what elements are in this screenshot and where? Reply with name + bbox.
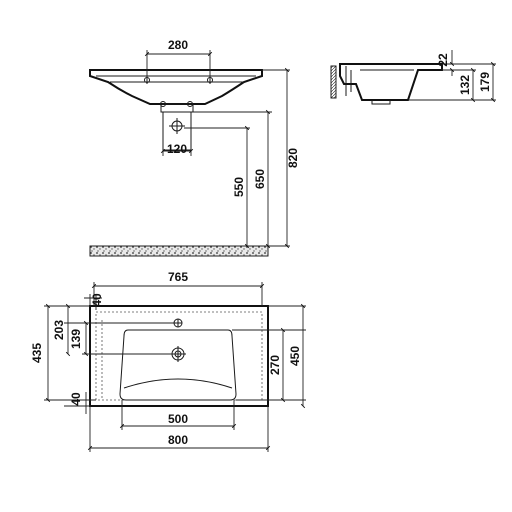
basin-side-profile — [339, 63, 443, 101]
dim-765-label: 765 — [168, 270, 188, 284]
dim-203: 203 — [52, 303, 71, 357]
dim-550-label: 550 — [232, 177, 246, 197]
dim-139: 139 — [69, 320, 89, 357]
dim-40-top: 40 — [84, 293, 104, 310]
dim-270: 270 — [268, 327, 286, 403]
drain-hole — [170, 346, 186, 362]
dim-550: 550 — [232, 125, 250, 249]
dim-435-label: 435 — [30, 343, 44, 363]
dim-120: 120 — [160, 142, 194, 156]
dim-40-bottom-label: 40 — [69, 392, 83, 406]
dim-435: 435 — [30, 303, 51, 403]
floor-slab — [89, 245, 269, 257]
top-view: 765 40 203 139 435 40 — [30, 270, 306, 452]
dim-40-bottom: 40 — [69, 392, 87, 414]
basin-front-profile — [89, 69, 263, 105]
dim-500: 500 — [119, 400, 237, 430]
dim-179-label: 179 — [478, 72, 492, 92]
dim-22: 22 — [436, 50, 455, 76]
dim-179: 179 — [478, 61, 496, 103]
dim-820: 820 — [284, 67, 300, 249]
front-view: 280 120 550 650 820 — [89, 38, 300, 257]
dim-40-top-label: 40 — [90, 293, 104, 307]
dim-765: 765 — [91, 270, 265, 306]
dim-820-label: 820 — [286, 148, 300, 168]
tap-hole — [173, 318, 183, 328]
dim-132: 132 — [458, 67, 476, 103]
dim-450: 450 — [288, 303, 306, 409]
wall-section — [330, 65, 337, 99]
dim-22-label: 22 — [436, 53, 450, 67]
dim-800: 800 — [87, 406, 271, 452]
basin-top-outline — [89, 305, 269, 407]
dim-280: 280 — [144, 38, 213, 78]
dim-280-label: 280 — [168, 38, 188, 52]
dim-139-label: 139 — [69, 329, 83, 349]
dim-650: 650 — [253, 109, 271, 249]
dim-120-label: 120 — [167, 142, 187, 156]
dim-450-label: 450 — [288, 346, 302, 366]
dim-650-label: 650 — [253, 169, 267, 189]
dim-270-label: 270 — [268, 355, 282, 375]
dim-800-label: 800 — [168, 433, 188, 447]
dim-132-label: 132 — [458, 75, 472, 95]
side-view: 22 132 179 — [330, 50, 496, 105]
dim-500-label: 500 — [168, 412, 188, 426]
dim-203-label: 203 — [52, 320, 66, 340]
